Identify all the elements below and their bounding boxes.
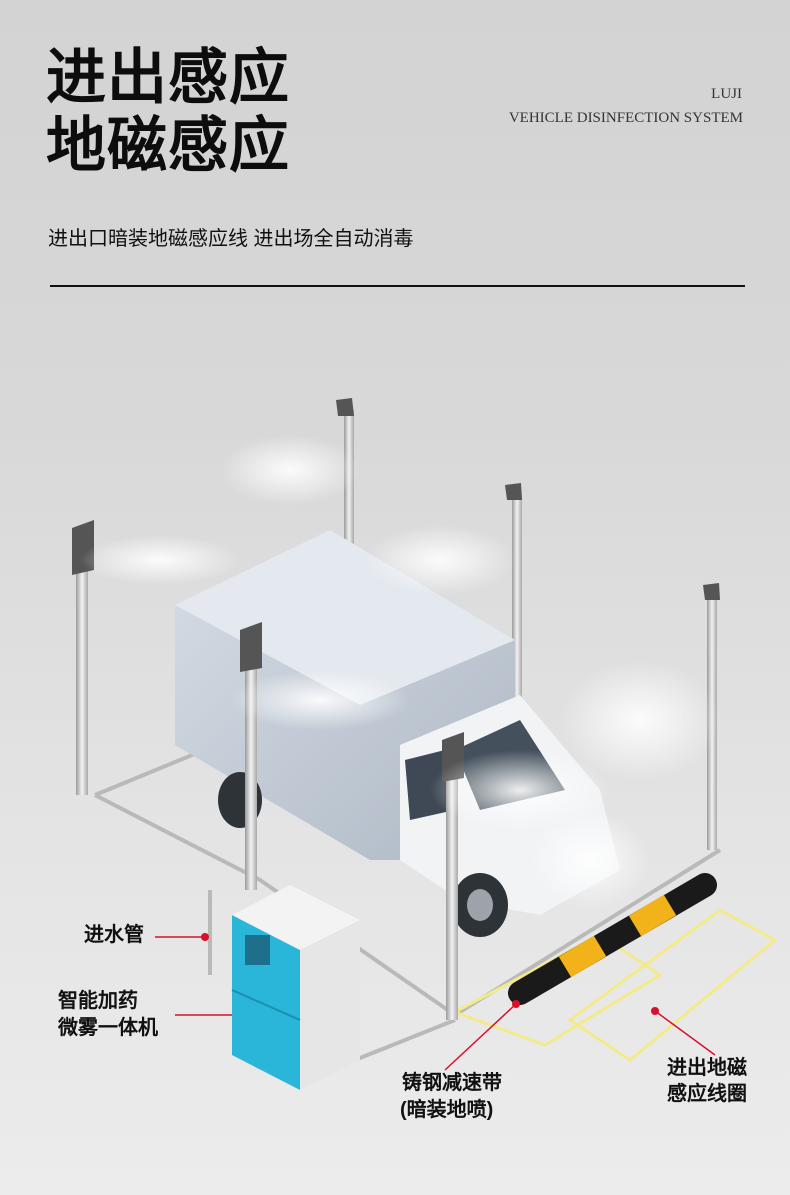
- mist-spray: [80, 435, 720, 910]
- disinfection-illustration: [72, 398, 778, 1090]
- title-line-2: 地磁感应: [46, 113, 290, 179]
- label-water-inlet: 进水管: [84, 924, 144, 946]
- label-loop-2: 感应线圈: [667, 1083, 747, 1105]
- divider: [50, 285, 745, 287]
- speed-bump: [508, 873, 717, 1005]
- callout-dot: [201, 933, 659, 1015]
- label-machine-1: 智能加药: [58, 990, 138, 1012]
- brand-subtitle: VEHICLE DISINFECTION SYSTEM: [508, 110, 743, 126]
- brand-name: LUJI: [711, 86, 742, 102]
- label-speed-bump-1: 铸钢减速带: [402, 1072, 502, 1094]
- title-line-1: 进出感应: [46, 45, 290, 111]
- callout-lines: [155, 936, 716, 1071]
- tagline: 进出口暗装地磁感应线 进出场全自动消毒: [48, 228, 414, 250]
- misting-machine: [231, 885, 360, 1090]
- label-machine-2: 微雾一体机: [58, 1017, 158, 1039]
- label-loop-1: 进出地磁: [667, 1057, 747, 1079]
- label-speed-bump-2: (暗装地喷): [400, 1099, 494, 1121]
